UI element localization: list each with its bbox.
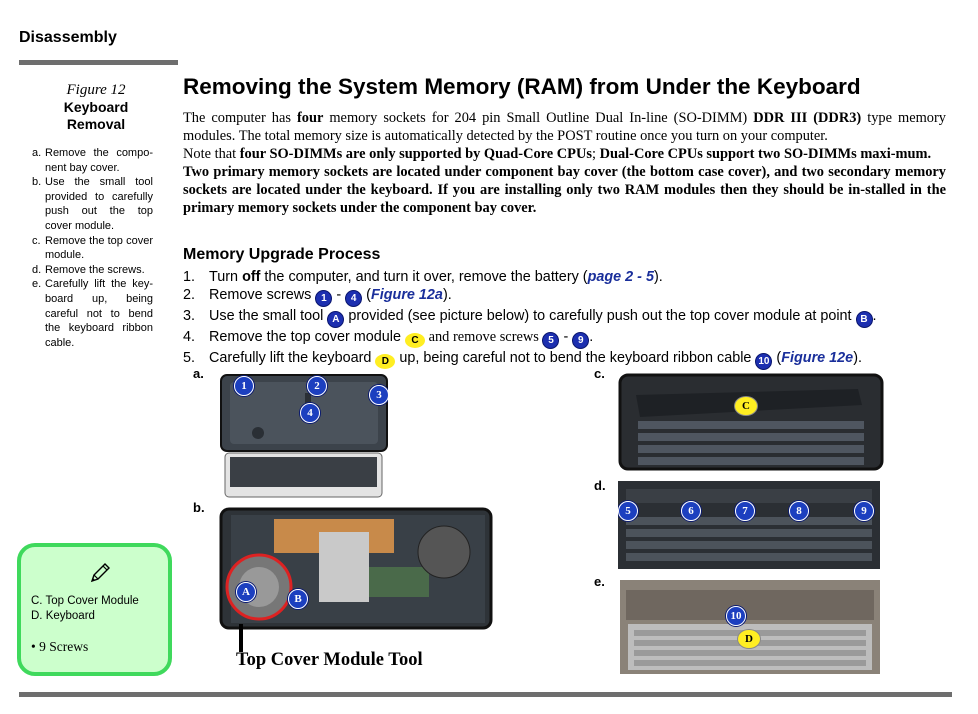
tool-badge: A xyxy=(236,582,256,602)
upgrade-heading: Memory Upgrade Process xyxy=(183,246,381,263)
figure-step-text: Use the small tool provided to carefully… xyxy=(45,176,153,232)
screw-badge: 5 xyxy=(542,332,560,349)
panel-d-photo: 5 6 7 8 9 xyxy=(618,481,880,569)
upgrade-step-5: 5.Carefully lift the keyboard D up, bein… xyxy=(183,349,953,370)
top-cover-badge: C xyxy=(734,396,758,416)
figure-title-line2: Removal xyxy=(66,116,126,132)
figure-step: e.Carefully lift the key-board up, being… xyxy=(32,278,153,349)
screw-badge: 8 xyxy=(789,501,809,521)
figure-caption: Figure 12 Keyboard Removal xyxy=(40,82,152,133)
internal-components-image xyxy=(219,507,493,630)
intro-text: The computer has four memory sockets for… xyxy=(183,109,946,217)
component-badge: D xyxy=(375,354,396,369)
figure-step-text: Remove the compo-nent bay cover. xyxy=(45,147,153,174)
screw-badge: 4 xyxy=(300,403,320,423)
section-header: Disassembly xyxy=(19,29,117,46)
upgrade-step-2: 2.Remove screws 1 - 4 (Figure 12a). xyxy=(183,286,953,307)
figure-step-text: Carefully lift the key-board up, being c… xyxy=(45,278,153,349)
screw-badge: 4 xyxy=(345,290,363,307)
keyboard-screws-image xyxy=(618,481,880,569)
figure-step-text: Remove the screws. xyxy=(45,263,145,276)
figure-title-line1: Keyboard xyxy=(63,99,129,115)
panel-e-label: e. xyxy=(594,574,605,589)
tool-pointer-icon xyxy=(239,624,243,652)
point-badge: B xyxy=(855,311,873,328)
panel-d-label: d. xyxy=(594,478,606,493)
upgrade-step-3: 3.Use the small tool A provided (see pic… xyxy=(183,307,953,328)
screw-badge: 2 xyxy=(307,376,327,396)
screw-badge: 6 xyxy=(681,501,701,521)
intro-paragraph-2: Note that four SO-DIMMs are only support… xyxy=(183,146,932,162)
panel-e-photo: 10 D xyxy=(620,580,880,674)
intro-paragraph-1: The computer has four memory sockets for… xyxy=(183,110,946,144)
tool-badge: A xyxy=(327,311,345,328)
note-bullet-screws: • 9 Screws xyxy=(31,639,89,654)
cable-badge: 10 xyxy=(726,606,746,626)
panel-b-label: b. xyxy=(193,500,205,515)
upgrade-step-1: 1.Turn off the computer, and turn it ove… xyxy=(183,269,663,285)
upgrade-step-4: 4.Remove the top cover module C and remo… xyxy=(183,328,953,349)
keyboard-badge: D xyxy=(737,629,761,649)
pencil-icon xyxy=(90,563,110,583)
panel-c-label: c. xyxy=(594,366,605,381)
figure-label: Figure 12 xyxy=(66,82,126,98)
figure-step: b.Use the small tool provided to careful… xyxy=(32,176,153,232)
upgrade-steps-list: 1.Turn off the computer, and turn it ove… xyxy=(183,268,953,370)
keyboard-lift-image xyxy=(620,580,880,674)
note-line-keyboard: D. Keyboard xyxy=(31,610,95,622)
screw-badge: 9 xyxy=(572,332,590,349)
tool-caption: Top Cover Module Tool xyxy=(236,650,423,670)
screw-badge: 3 xyxy=(369,385,388,405)
screw-badge: 7 xyxy=(735,501,755,521)
figure-step: c.Remove the top cover module. xyxy=(32,234,153,262)
panel-c-photo: C xyxy=(618,373,884,471)
note-line-top-cover: C. Top Cover Module xyxy=(31,595,139,607)
page-title: Removing the System Memory (RAM) from Un… xyxy=(183,74,861,99)
panel-a-photo: 1 2 3 4 xyxy=(220,373,388,499)
top-cover-removal-image xyxy=(618,373,884,471)
figure-step-text: Remove the top cover module. xyxy=(45,234,153,262)
component-badge: C xyxy=(404,333,425,348)
screw-badge: 9 xyxy=(854,501,874,521)
point-badge: B xyxy=(288,589,308,609)
screw-badge: 1 xyxy=(234,376,254,396)
intro-paragraph-3: Two primary memory sockets are located u… xyxy=(183,164,946,216)
figure-step: d.Remove the screws. xyxy=(32,263,145,276)
header-divider xyxy=(19,60,178,65)
panel-b-photo: A B xyxy=(219,507,493,630)
panel-a-label: a. xyxy=(193,366,204,381)
figure-steps-list: a.Remove the compo-nent bay cover. b.Use… xyxy=(32,146,153,350)
figure-link[interactable]: Figure 12e xyxy=(781,350,854,366)
cable-badge: 10 xyxy=(755,353,773,370)
screw-badge: 1 xyxy=(315,290,333,307)
figure-step: a.Remove the compo-nent bay cover. xyxy=(32,147,153,174)
screw-badge: 5 xyxy=(618,501,638,521)
note-box: C. Top Cover Module D. Keyboard • 9 Scre… xyxy=(17,543,172,676)
page-link[interactable]: page 2 - 5 xyxy=(587,269,654,285)
footer-divider xyxy=(19,692,952,697)
figure-link[interactable]: Figure 12a xyxy=(370,287,443,303)
